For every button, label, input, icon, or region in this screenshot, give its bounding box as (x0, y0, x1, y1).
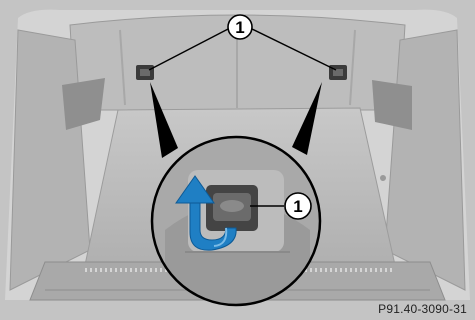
figure-code: P91.40-3090-31 (378, 302, 467, 316)
floor-ring-right (380, 175, 386, 181)
callout-1-magnified-label: 1 (293, 197, 302, 216)
callout-1-top-label: 1 (235, 18, 244, 37)
callout-1-magnified: 1 (285, 193, 311, 219)
callout-1-top: 1 (228, 15, 252, 39)
right-side-pocket (372, 80, 412, 130)
tie-down-eye-left-inner (140, 69, 150, 76)
tie-down-eye-right-inner (333, 69, 343, 76)
